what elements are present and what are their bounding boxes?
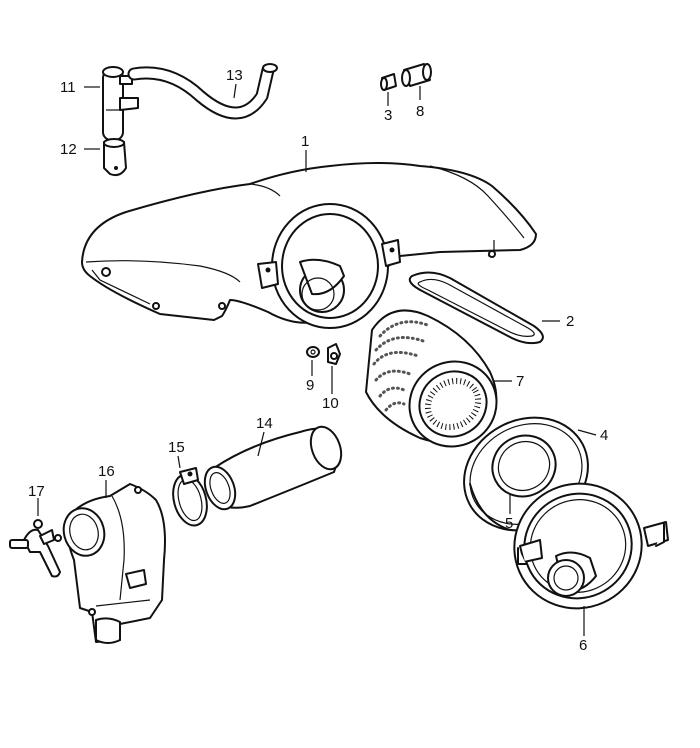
part-7-filter-element <box>365 309 498 448</box>
callout-4: 4 <box>600 427 608 444</box>
leader-lines <box>37 83 597 636</box>
part-16-elbow-duct <box>62 483 166 644</box>
callout-3: 3 <box>384 107 392 124</box>
callout-10: 10 <box>322 395 339 412</box>
part-6-lower-housing <box>513 482 669 610</box>
callout-7: 7 <box>516 373 524 390</box>
callout-labels: 11 12 13 3 8 1 2 7 9 10 4 5 6 14 15 16 1… <box>28 67 608 654</box>
part-15-clamp <box>172 467 208 527</box>
callout-9: 9 <box>306 377 314 394</box>
part-17-bracket <box>9 519 62 578</box>
part-3-fitting <box>380 73 397 91</box>
part-5-inner-ring <box>491 434 557 498</box>
part-11-tube-upper <box>102 66 139 141</box>
callout-1: 1 <box>301 133 309 150</box>
callout-13: 13 <box>226 67 243 84</box>
part-12-tube-lower <box>103 138 127 177</box>
part-1-housing <box>81 162 537 329</box>
callout-17: 17 <box>28 483 45 500</box>
part-14-hose <box>203 425 343 511</box>
callout-6: 6 <box>579 637 587 654</box>
part-13-hose <box>127 63 278 120</box>
callout-2: 2 <box>566 313 574 330</box>
callout-12: 12 <box>60 141 77 158</box>
callout-8: 8 <box>416 103 424 120</box>
callout-14: 14 <box>256 415 273 432</box>
callout-11: 11 <box>60 79 76 96</box>
part-9-washer <box>306 346 320 358</box>
callout-16: 16 <box>98 463 115 480</box>
part-8-cap <box>401 63 432 87</box>
part-2-gasket <box>408 271 544 345</box>
part-10-wing-nut <box>327 343 341 365</box>
callout-15: 15 <box>168 439 185 456</box>
callout-5: 5 <box>505 515 513 532</box>
